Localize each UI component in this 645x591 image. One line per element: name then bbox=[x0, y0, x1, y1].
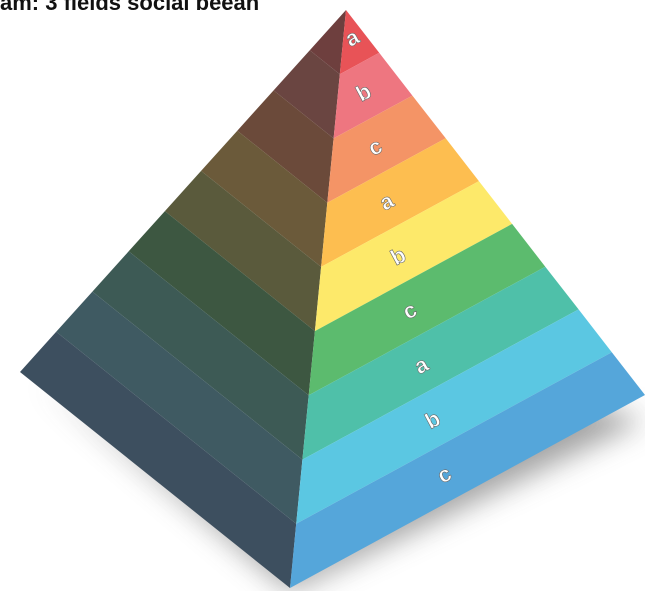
pyramid-left-face bbox=[20, 10, 346, 588]
